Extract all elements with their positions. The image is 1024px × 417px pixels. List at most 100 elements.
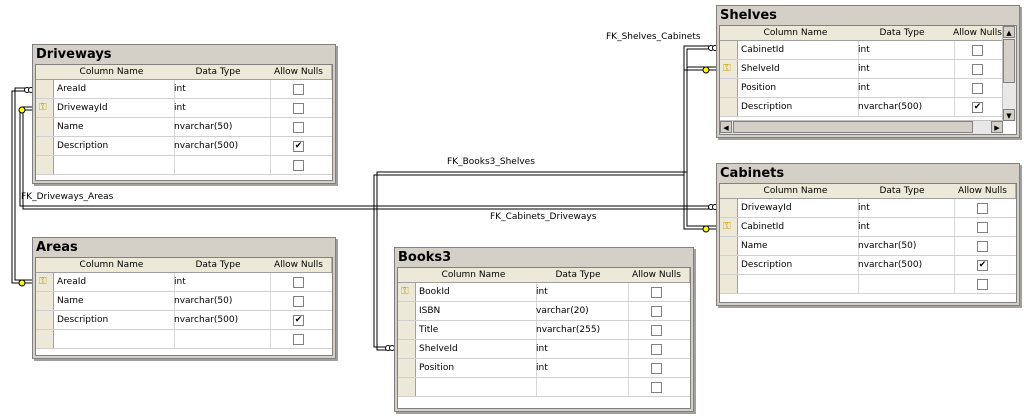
column-name-cell[interactable]: Description bbox=[53, 137, 175, 155]
row-selector[interactable] bbox=[720, 98, 738, 116]
scroll-thumb[interactable] bbox=[1003, 39, 1015, 83]
column-name-cell[interactable]: ISBN bbox=[415, 302, 537, 320]
data-type-cell[interactable]: nvarchar(50) bbox=[170, 292, 271, 310]
row-selector[interactable] bbox=[36, 330, 54, 348]
column-name-cell[interactable]: BookId bbox=[415, 283, 537, 301]
column-name-cell[interactable] bbox=[415, 378, 537, 396]
relationship-label-driveways-areas[interactable]: FK_Driveways_Areas bbox=[21, 192, 114, 202]
row-selector[interactable] bbox=[720, 237, 738, 255]
allow-nulls-checkbox[interactable] bbox=[977, 279, 988, 290]
data-type-cell[interactable]: nvarchar(255) bbox=[532, 321, 629, 339]
column-name-cell[interactable]: ShelveId bbox=[415, 340, 537, 358]
column-name-cell[interactable] bbox=[53, 330, 175, 348]
data-type-cell[interactable] bbox=[170, 330, 271, 348]
row-selector[interactable] bbox=[720, 79, 738, 97]
column-name-cell[interactable]: Name bbox=[53, 292, 175, 310]
scroll-left-button[interactable]: ◀ bbox=[720, 121, 732, 133]
column-name-cell[interactable]: Name bbox=[53, 118, 175, 136]
data-type-cell[interactable]: nvarchar(500) bbox=[854, 98, 955, 116]
scroll-down-button[interactable]: ▼ bbox=[1003, 109, 1015, 121]
allow-nulls-checkbox[interactable] bbox=[972, 64, 983, 75]
row-selector[interactable]: ⚿ bbox=[36, 273, 54, 291]
data-type-cell[interactable]: int bbox=[170, 273, 271, 291]
scroll-right-button[interactable]: ▶ bbox=[991, 121, 1003, 133]
scroll-up-button[interactable]: ▲ bbox=[1003, 26, 1015, 38]
row-selector[interactable] bbox=[398, 340, 416, 358]
column-name-cell[interactable]: Description bbox=[53, 311, 175, 329]
row-selector[interactable] bbox=[398, 359, 416, 377]
data-type-cell[interactable] bbox=[854, 275, 955, 293]
column-name-cell[interactable] bbox=[737, 275, 859, 293]
data-type-cell[interactable]: nvarchar(500) bbox=[854, 256, 955, 274]
column-name-cell[interactable]: Name bbox=[737, 237, 859, 255]
allow-nulls-checkbox[interactable]: ✔ bbox=[972, 102, 983, 113]
row-selector[interactable] bbox=[36, 156, 54, 174]
data-type-cell[interactable]: int bbox=[854, 79, 955, 97]
allow-nulls-checkbox[interactable] bbox=[293, 277, 304, 288]
relationship-label-books3-shelves[interactable]: FK_Books3_Shelves bbox=[447, 157, 535, 167]
row-selector[interactable] bbox=[398, 378, 416, 396]
data-type-cell[interactable]: nvarchar(50) bbox=[854, 237, 955, 255]
column-row[interactable] bbox=[398, 378, 690, 397]
row-selector[interactable] bbox=[720, 41, 738, 59]
data-type-cell[interactable]: nvarchar(500) bbox=[170, 311, 271, 329]
column-row[interactable] bbox=[720, 275, 1016, 294]
allow-nulls-checkbox[interactable] bbox=[651, 306, 662, 317]
allow-nulls-checkbox[interactable] bbox=[651, 382, 662, 393]
allow-nulls-checkbox[interactable] bbox=[293, 296, 304, 307]
row-selector[interactable] bbox=[36, 80, 54, 98]
allow-nulls-checkbox[interactable]: ✔ bbox=[293, 315, 304, 326]
allow-nulls-checkbox[interactable] bbox=[972, 83, 983, 94]
row-selector[interactable] bbox=[720, 256, 738, 274]
data-type-cell[interactable]: int bbox=[854, 199, 955, 217]
data-type-cell[interactable]: int bbox=[854, 60, 955, 78]
allow-nulls-checkbox[interactable] bbox=[293, 160, 304, 171]
allow-nulls-checkbox[interactable] bbox=[651, 287, 662, 298]
header-allow-nulls[interactable]: Allow Nulls bbox=[266, 65, 332, 79]
row-selector[interactable] bbox=[36, 292, 54, 310]
column-name-cell[interactable]: CabinetId bbox=[737, 218, 859, 236]
header-column-name[interactable]: Column Name bbox=[737, 184, 855, 198]
column-name-cell[interactable]: DrivewayId bbox=[737, 199, 859, 217]
column-name-cell[interactable]: ShelveId bbox=[737, 60, 859, 78]
allow-nulls-checkbox[interactable] bbox=[977, 241, 988, 252]
header-data-type[interactable]: Data Type bbox=[854, 184, 951, 198]
horizontal-scrollbar[interactable]: ◀▶ bbox=[720, 120, 1003, 134]
data-type-cell[interactable]: int bbox=[170, 80, 271, 98]
row-selector[interactable] bbox=[720, 199, 738, 217]
header-column-name[interactable]: Column Name bbox=[737, 26, 855, 40]
header-allow-nulls[interactable]: Allow Nulls bbox=[950, 184, 1016, 198]
header-data-type[interactable]: Data Type bbox=[170, 258, 267, 272]
column-row[interactable] bbox=[36, 330, 332, 349]
data-type-cell[interactable]: int bbox=[532, 359, 629, 377]
row-selector[interactable] bbox=[720, 275, 738, 293]
header-column-name[interactable]: Column Name bbox=[415, 268, 533, 282]
row-selector[interactable] bbox=[398, 302, 416, 320]
relationship-label-cabinets-driveways[interactable]: FK_Cabinets_Driveways bbox=[490, 212, 597, 222]
column-name-cell[interactable]: DrivewayId bbox=[53, 99, 175, 117]
allow-nulls-checkbox[interactable] bbox=[651, 363, 662, 374]
header-column-name[interactable]: Column Name bbox=[53, 258, 171, 272]
column-name-cell[interactable]: AreaId bbox=[53, 80, 175, 98]
header-allow-nulls[interactable]: Allow Nulls bbox=[266, 258, 332, 272]
allow-nulls-checkbox[interactable] bbox=[293, 84, 304, 95]
